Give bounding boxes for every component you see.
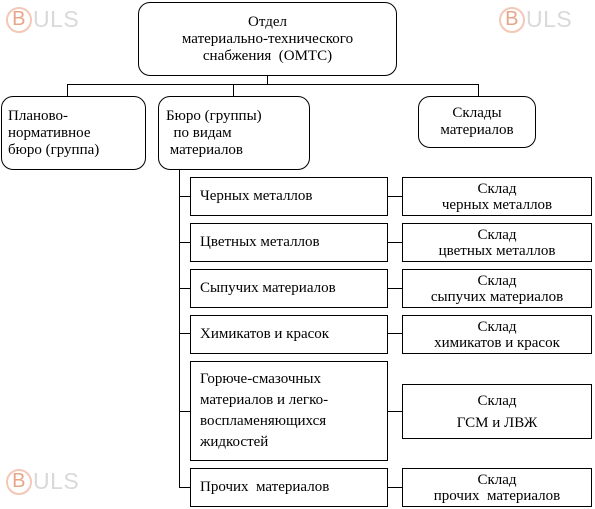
material-bureaus-box: Бюро (группы) по видам материалов bbox=[158, 96, 310, 170]
bureau-ferrous-metals: Черных металлов bbox=[190, 177, 388, 216]
bureau-bulk-materials: Сыпучих материалов bbox=[190, 269, 388, 308]
bureau-other-materials: Прочих материалов bbox=[190, 468, 388, 507]
warehouse-nonferrous-metals: Склад цветных металлов bbox=[402, 223, 592, 262]
warehouse-ferrous-metals: Склад черных металлов bbox=[402, 177, 592, 216]
bureau-nonferrous-metals: Цветных металлов bbox=[190, 223, 388, 262]
warehouse-chemicals-paints: Склад химикатов и красок bbox=[402, 315, 592, 354]
bureau-chemicals-paints: Химикатов и красок bbox=[190, 315, 388, 354]
warehouse-other-materials: Склад прочих материалов bbox=[402, 468, 592, 507]
bureau-fuels-flammables: Горюче-смазочных материалов и легко- вос… bbox=[190, 361, 388, 461]
omts-department-box: Отдел материально-технического снабжения… bbox=[138, 2, 397, 76]
warehouse-bulk-materials: Склад сыпучих материалов bbox=[402, 269, 592, 308]
warehouses-box: Склады материалов bbox=[418, 96, 536, 148]
planning-bureau-box: Планово- нормативное бюро (группа) bbox=[1, 96, 146, 170]
warehouse-fuels-flammables: Склад ГСМ и ЛВЖ bbox=[402, 384, 592, 439]
